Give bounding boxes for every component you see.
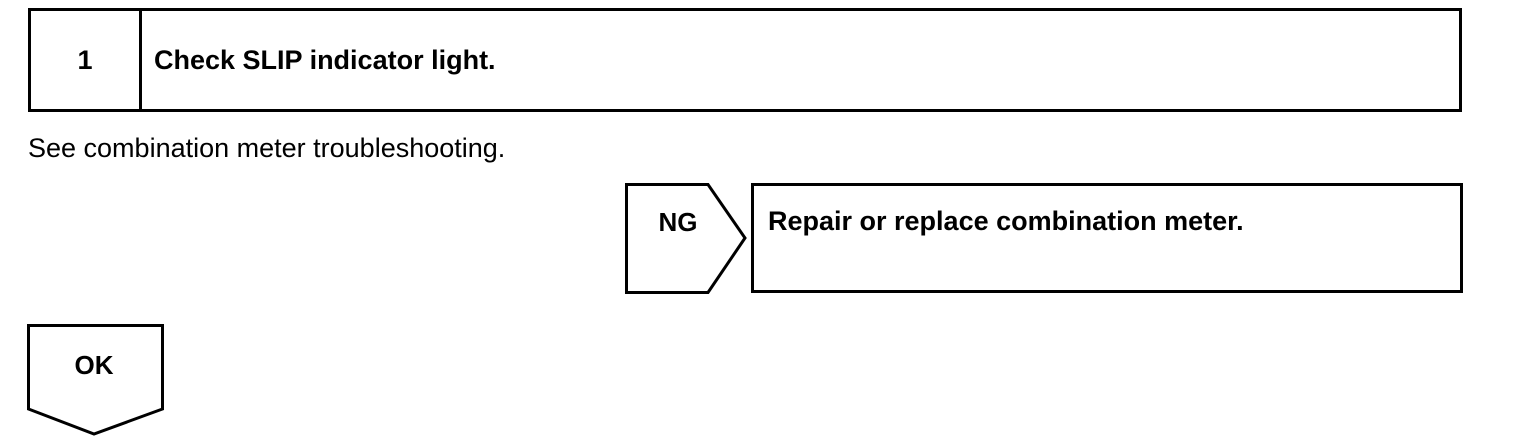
step-number: 1 [31, 11, 142, 109]
ok-result-label: OK [74, 350, 114, 380]
step-instruction: See combination meter troubleshooting. [28, 133, 506, 163]
ok-arrow-shape [27, 324, 164, 436]
ng-action-text: Repair or replace combination meter. [768, 206, 1244, 236]
step-title: Check SLIP indicator light. [154, 44, 496, 75]
ng-action-box: Repair or replace combination meter. [751, 183, 1463, 293]
ng-result-label: NG [658, 207, 698, 237]
ng-arrow-shape [625, 183, 747, 294]
step-header: 1 Check SLIP indicator light. [28, 8, 1462, 112]
